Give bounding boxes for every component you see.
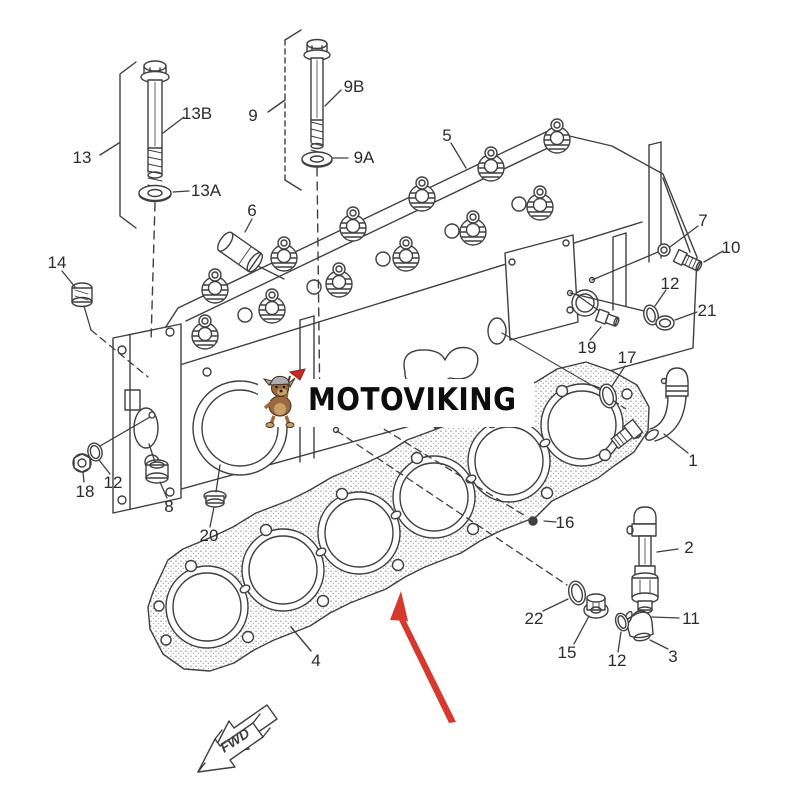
callout-label: 9A bbox=[353, 148, 375, 167]
callout-label: 18 bbox=[75, 482, 95, 501]
rivet-16 bbox=[528, 516, 538, 526]
fwd-direction-arrow: FWD bbox=[197, 704, 278, 773]
washer-13A bbox=[138, 184, 172, 203]
callout-label: 12 bbox=[660, 274, 680, 293]
sensor-2 bbox=[626, 506, 659, 614]
callout-label: 9B bbox=[343, 77, 365, 96]
elbow-sensor-1 bbox=[610, 367, 689, 450]
callout-label: 14 bbox=[47, 253, 67, 272]
callout-label: 5 bbox=[442, 126, 452, 145]
callout-label: 13A bbox=[190, 181, 222, 200]
callout-label: 22 bbox=[524, 609, 544, 628]
callout-label: 16 bbox=[555, 513, 575, 532]
callout-label: 17 bbox=[617, 348, 637, 367]
callout-label: 8 bbox=[164, 497, 174, 516]
callout-label: 4 bbox=[311, 651, 321, 670]
group-bracket-9 bbox=[267, 29, 302, 191]
brand-name: MOTOVIKING bbox=[308, 382, 517, 418]
callout-label: 10 bbox=[721, 238, 741, 257]
callout-label: 7 bbox=[698, 211, 708, 230]
plug-20 bbox=[203, 490, 227, 508]
o-ring-12-left bbox=[87, 442, 103, 462]
head-bolt-13B bbox=[140, 60, 170, 189]
viking-mascot-icon bbox=[262, 368, 306, 428]
callout-label: 15 bbox=[557, 643, 577, 662]
o-ring-22 bbox=[567, 580, 587, 606]
washer-9A bbox=[301, 151, 333, 168]
callout-label: 2 bbox=[684, 538, 694, 557]
callout-label: 3 bbox=[668, 647, 678, 666]
group-bracket-13 bbox=[99, 61, 137, 229]
callout-label: 11 bbox=[682, 609, 700, 628]
callout-label: 6 bbox=[247, 201, 257, 220]
cup-plug-8 bbox=[145, 459, 169, 484]
callout-label: 19 bbox=[577, 338, 597, 357]
o-ring-12-right bbox=[643, 304, 659, 326]
callout-label: 13 bbox=[72, 148, 92, 167]
leader-lines bbox=[61, 89, 724, 653]
highlight-arrow bbox=[390, 591, 456, 723]
callout-label: 1 bbox=[688, 451, 698, 470]
callout-label: 21 bbox=[697, 301, 717, 320]
head-gasket-drawing bbox=[147, 361, 650, 672]
head-bolt-9B bbox=[303, 38, 331, 154]
plug-14 bbox=[71, 282, 93, 308]
nut-15 bbox=[583, 593, 609, 619]
o-ring-17 bbox=[598, 383, 618, 409]
callout-label: 9 bbox=[248, 106, 258, 125]
callout-label: 12 bbox=[103, 473, 123, 492]
nut-18 bbox=[72, 453, 92, 473]
cap-21 bbox=[655, 315, 675, 331]
ring-7 bbox=[657, 243, 671, 257]
cup-plug-6 bbox=[217, 231, 263, 273]
plug-10 bbox=[672, 248, 703, 272]
callout-label: 13B bbox=[181, 104, 213, 123]
callout-label: 20 bbox=[199, 526, 219, 545]
o-ring-12-bottom bbox=[614, 612, 630, 632]
plug-19 bbox=[594, 308, 620, 327]
brand-watermark: MOTOVIKING bbox=[258, 368, 534, 428]
callout-label: 12 bbox=[607, 651, 627, 670]
